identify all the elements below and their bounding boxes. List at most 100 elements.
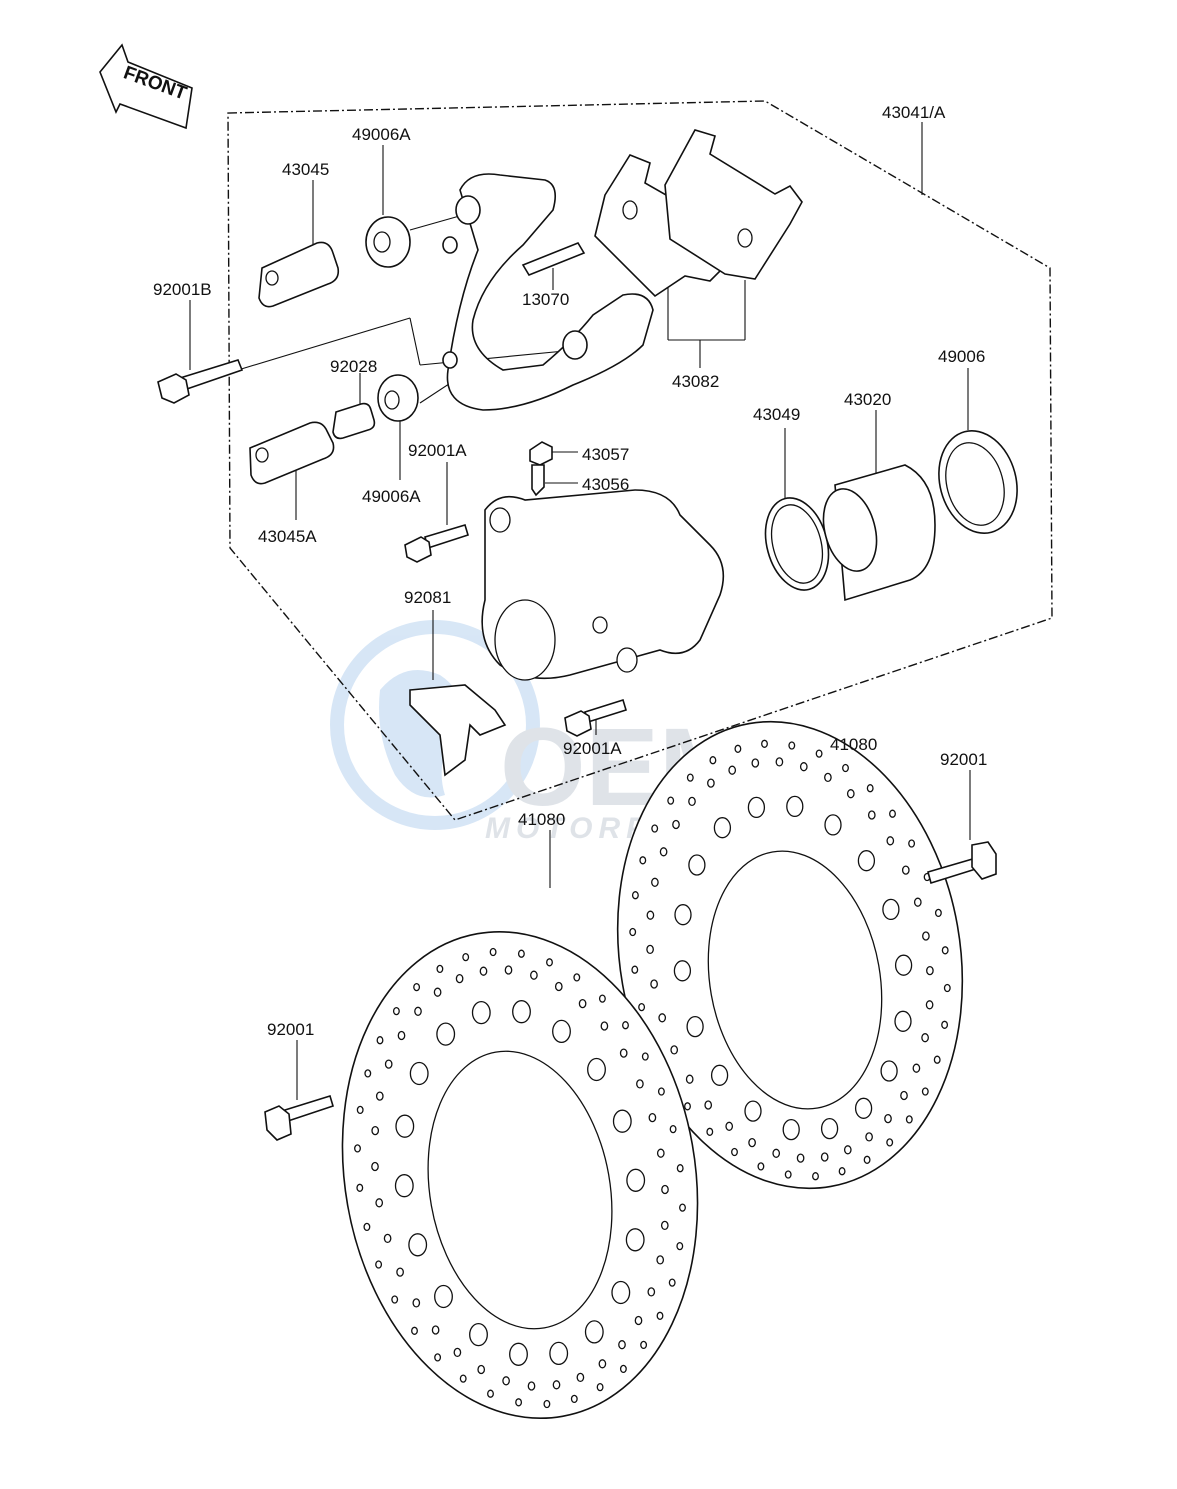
disc-hole bbox=[411, 1326, 418, 1335]
disc-hole bbox=[943, 983, 951, 993]
disc-hole bbox=[612, 1109, 632, 1133]
label-92081: 92081 bbox=[404, 588, 451, 607]
disc-hole bbox=[618, 1340, 626, 1350]
disc-hole bbox=[636, 1079, 644, 1089]
label-49006A-top: 49006A bbox=[352, 125, 411, 144]
disc-hole bbox=[751, 758, 760, 768]
disc-hole bbox=[469, 1322, 488, 1347]
disc-hole bbox=[934, 908, 942, 918]
disc-hole bbox=[489, 947, 497, 957]
disc-hole bbox=[392, 1006, 400, 1016]
disc-hole bbox=[784, 1170, 792, 1179]
disc-hole bbox=[889, 809, 896, 818]
disc-hole bbox=[842, 763, 849, 773]
disc-hole bbox=[824, 772, 832, 783]
pad-retainer bbox=[409, 684, 507, 777]
disc-hole bbox=[933, 1055, 941, 1064]
disc-hole bbox=[922, 931, 930, 941]
label-49006A-bot: 49006A bbox=[362, 487, 421, 506]
disc-hole bbox=[921, 1087, 929, 1096]
disc-hole bbox=[707, 778, 715, 788]
disc-hole bbox=[455, 973, 464, 984]
caliper-bracket bbox=[442, 173, 654, 411]
disc-hole bbox=[880, 1060, 898, 1082]
disc-hole bbox=[576, 1372, 585, 1383]
disc-hole bbox=[512, 1000, 531, 1024]
disc-hole bbox=[647, 1287, 656, 1297]
disc-hole bbox=[587, 1057, 606, 1082]
disc-hole bbox=[584, 1320, 604, 1344]
label-92001A-bot: 92001A bbox=[563, 739, 622, 758]
disc-hole bbox=[908, 839, 916, 848]
disc-hole bbox=[598, 994, 606, 1003]
disc-hole bbox=[657, 1087, 665, 1096]
label-92001-left: 92001 bbox=[267, 1020, 314, 1039]
bolt-92001A-lower bbox=[564, 698, 627, 737]
disc-hole bbox=[925, 1000, 934, 1010]
disc-hole bbox=[786, 795, 804, 818]
disc-hole bbox=[886, 836, 895, 846]
disc-hole bbox=[375, 1198, 384, 1208]
disc-hole bbox=[884, 1113, 892, 1124]
disc-hole bbox=[629, 927, 637, 937]
disc-hole bbox=[619, 1048, 628, 1058]
slide-pin-upper bbox=[258, 241, 340, 308]
disc-hole bbox=[656, 1255, 665, 1265]
label-43057: 43057 bbox=[582, 445, 629, 464]
disc-hole bbox=[509, 1342, 528, 1366]
dust-seal bbox=[938, 430, 1018, 534]
disc-hole bbox=[672, 819, 680, 830]
disc-hole bbox=[941, 1020, 949, 1029]
disc-hole bbox=[363, 1222, 371, 1232]
disc-hole bbox=[688, 854, 706, 876]
pin-boot-upper bbox=[365, 216, 411, 268]
disc-hole bbox=[854, 1097, 873, 1119]
disc-hole bbox=[648, 1112, 657, 1123]
piston bbox=[822, 464, 936, 602]
disc-hole bbox=[913, 897, 922, 907]
disc-hole bbox=[397, 1030, 406, 1041]
disc-hole bbox=[676, 1241, 684, 1251]
label-43045A: 43045A bbox=[258, 527, 317, 546]
disc-hole bbox=[517, 949, 525, 958]
disc-hole bbox=[815, 749, 823, 758]
disc-hole bbox=[661, 1184, 669, 1195]
disc-hole bbox=[371, 1161, 379, 1172]
disc-hole bbox=[641, 1052, 649, 1061]
label-41080-left: 41080 bbox=[518, 810, 565, 829]
label-92001B: 92001B bbox=[153, 280, 212, 299]
disc-hole bbox=[731, 1147, 738, 1157]
disc-hole bbox=[651, 824, 659, 833]
disc-hole bbox=[886, 1138, 894, 1147]
bolt-92001B bbox=[157, 359, 244, 404]
disc-hole bbox=[552, 1019, 571, 1044]
disc-hole bbox=[656, 1148, 665, 1158]
disc-hole bbox=[408, 1233, 428, 1257]
disc-hole bbox=[515, 1398, 523, 1407]
disc-hole bbox=[376, 1036, 384, 1045]
disc-hole bbox=[622, 1021, 629, 1030]
disc-hole bbox=[396, 1267, 404, 1277]
disc-hole bbox=[384, 1059, 393, 1069]
leader-lines bbox=[189, 122, 971, 1100]
disc-hole bbox=[639, 856, 647, 865]
disc-hole bbox=[905, 1115, 913, 1124]
disc-hole bbox=[660, 1220, 669, 1231]
disc-hole bbox=[684, 1102, 691, 1111]
disc-hole bbox=[375, 1260, 383, 1269]
disc-hole bbox=[436, 1022, 456, 1046]
disc-hole bbox=[546, 958, 553, 967]
disc-hole bbox=[412, 1298, 421, 1308]
disc-hole bbox=[459, 1374, 467, 1383]
label-43020: 43020 bbox=[844, 390, 891, 409]
disc-hole bbox=[354, 1144, 361, 1153]
disc-hole bbox=[686, 1015, 704, 1038]
disc-hole bbox=[747, 796, 766, 819]
disc-hole bbox=[530, 970, 538, 980]
disc-hole bbox=[634, 1315, 643, 1326]
disc-hole bbox=[685, 1074, 694, 1084]
disc-hole bbox=[734, 744, 742, 753]
brake-pads bbox=[594, 129, 803, 298]
disc-hole bbox=[356, 1183, 364, 1192]
